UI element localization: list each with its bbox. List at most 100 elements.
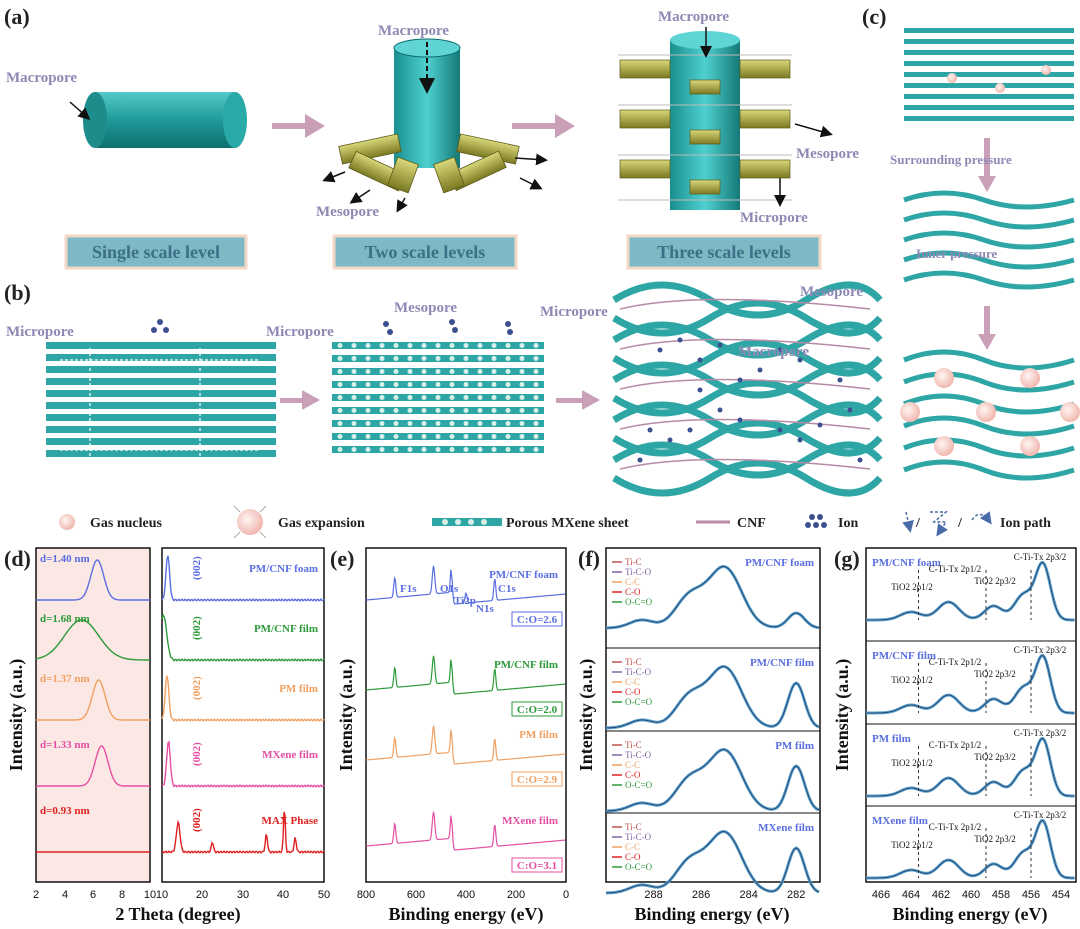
b-pore	[407, 369, 413, 374]
b-pore	[533, 421, 539, 426]
g-peak-label-1: C-Ti-Tx 2p1/2	[929, 564, 981, 574]
b-pore	[407, 356, 413, 361]
c-gas-nucleus	[1041, 65, 1051, 75]
g-peak-label-3: TiO2 2p1/2	[891, 582, 932, 592]
b-pore	[379, 356, 385, 361]
e-peak-label-3: N1s	[476, 603, 494, 615]
c-wavy-sheet	[903, 210, 1075, 230]
b-pore	[477, 382, 483, 387]
b-pore	[365, 395, 371, 400]
f-legend-text: Ti-C	[625, 657, 642, 667]
d-tick-3: 8	[119, 889, 125, 901]
b-foam-sheet	[612, 379, 883, 417]
f-legend-text: C-C	[625, 577, 640, 587]
c-arrow-head	[978, 334, 996, 350]
b-pore	[449, 356, 455, 361]
e-series-1	[365, 655, 566, 695]
g-peak-label-1: C-Ti-Tx 2p1/2	[929, 822, 981, 832]
b-pore	[407, 434, 413, 439]
panel-label-g: (g)	[834, 546, 860, 571]
b-micropore-label-1: Micropore	[6, 324, 74, 340]
g-peak-label-0: C-Ti-Tx 2p3/2	[1014, 645, 1066, 655]
g-peak-label-0: C-Ti-Tx 2p3/2	[1014, 552, 1066, 562]
b-pore	[421, 408, 427, 413]
b-sheet	[46, 366, 276, 373]
b-pore	[505, 369, 511, 374]
e-ratio-box-2	[511, 771, 563, 787]
e-series-name-2: PM film	[519, 729, 558, 741]
c-wavy-sheet	[903, 230, 1075, 250]
e-ratio-box-3	[511, 857, 563, 873]
e-peak-label-2: Ti2p	[454, 595, 476, 607]
b-pore	[407, 395, 413, 400]
b-pore	[463, 382, 469, 387]
b-ion	[383, 321, 389, 327]
g-series-name-2: PM film	[872, 733, 911, 745]
e-ratio-3: C:O=3.1	[517, 860, 557, 872]
b-pore	[519, 343, 525, 348]
b-ion	[777, 427, 783, 433]
c-foam-sheet	[903, 437, 1075, 459]
b-ion	[717, 407, 723, 413]
b-ion	[157, 319, 163, 325]
b-pore	[379, 447, 385, 452]
b-pore	[491, 434, 497, 439]
b-pore	[463, 447, 469, 452]
f-tick-2: 284	[739, 889, 757, 901]
e-ratio-2: C:O=2.9	[517, 774, 558, 786]
g-peak-label-2: TiO2 2p3/2	[974, 834, 1015, 844]
f-tick-0: 288	[644, 889, 662, 901]
b-ion	[647, 427, 653, 433]
b-pore	[533, 382, 539, 387]
b-foam-sheet	[612, 339, 883, 377]
g-fit-2	[866, 738, 1075, 797]
b-pore	[477, 434, 483, 439]
b-pore	[365, 343, 371, 348]
b-ion	[757, 367, 763, 373]
b-ion	[151, 327, 157, 333]
b-pore	[421, 421, 427, 426]
b-pore	[379, 369, 385, 374]
g-x-axis-label: Binding energy (eV)	[893, 904, 1048, 925]
f-legend-text: C-O	[625, 687, 641, 697]
g-series-name-3: MXene film	[872, 815, 928, 827]
b-pore	[491, 395, 497, 400]
d-tick-8: 40	[277, 889, 289, 901]
b-pore	[435, 395, 441, 400]
g-peak-label-2: TiO2 2p3/2	[974, 752, 1015, 762]
b-pore	[379, 343, 385, 348]
panel-label-e: (e)	[330, 546, 354, 571]
panel-label-d: (d)	[4, 546, 31, 571]
b-pore	[421, 382, 427, 387]
b-sheet	[46, 402, 276, 409]
g-y-axis-label: Intensity (a.u.)	[832, 659, 853, 772]
c-wavy-sheet	[903, 270, 1075, 290]
b-pore	[365, 408, 371, 413]
b-pore	[393, 356, 399, 361]
c-foam-sheet	[903, 349, 1075, 371]
g-peak-label-3: TiO2 2p1/2	[891, 675, 932, 685]
c-gas-nucleus	[947, 73, 957, 83]
f-legend-text: C-O	[625, 587, 641, 597]
d-series-name-4: MAX Phase	[261, 815, 318, 827]
b-pore	[519, 382, 525, 387]
b-pore	[337, 382, 343, 387]
e-x-axis-label: Binding energy (eV)	[389, 904, 544, 925]
b-ion	[163, 327, 169, 333]
d-tick-5: 10	[156, 889, 168, 901]
b-pore	[533, 343, 539, 348]
b-pore	[505, 447, 511, 452]
e-ratio-box-0	[511, 611, 563, 627]
b-pore	[449, 434, 455, 439]
legend-gas-nucleus: Gas nucleus	[90, 516, 163, 531]
b-pore	[533, 356, 539, 361]
panel-label-c: (c)	[862, 4, 886, 29]
b-ion	[857, 457, 863, 463]
c-foam-sheet	[903, 415, 1075, 437]
b-pore	[505, 408, 511, 413]
scale-level-2-text: Two scale levels	[365, 242, 486, 262]
b-pore	[337, 434, 343, 439]
b-foam-sheet	[612, 299, 883, 337]
b-pore	[463, 356, 469, 361]
e-peak-label-4: C1s	[498, 583, 516, 595]
